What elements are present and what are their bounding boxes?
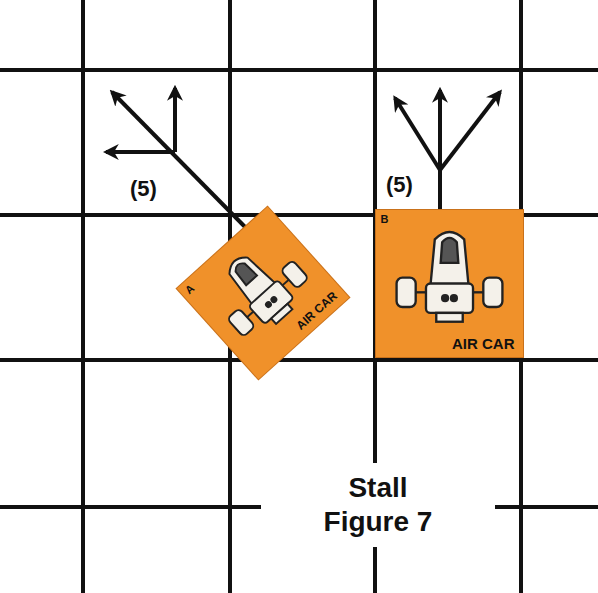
air-car-counter: A AIR CAR [177, 207, 349, 379]
movement-number: (5) [384, 172, 415, 198]
movement-number: (5) [128, 176, 159, 202]
unit-name: AIR CAR [452, 335, 515, 352]
air-car-picture [376, 210, 523, 357]
counter-letter: A [183, 282, 197, 296]
unit-name: AIR CAR [293, 289, 340, 333]
counter-letter: B [381, 213, 389, 225]
caption-panel: Stall Figure 7 [261, 463, 495, 547]
figure-caption: Stall Figure 7 [308, 471, 448, 538]
air-car-counter: B AIR CAR [376, 210, 523, 357]
air-car-picture [177, 207, 349, 379]
